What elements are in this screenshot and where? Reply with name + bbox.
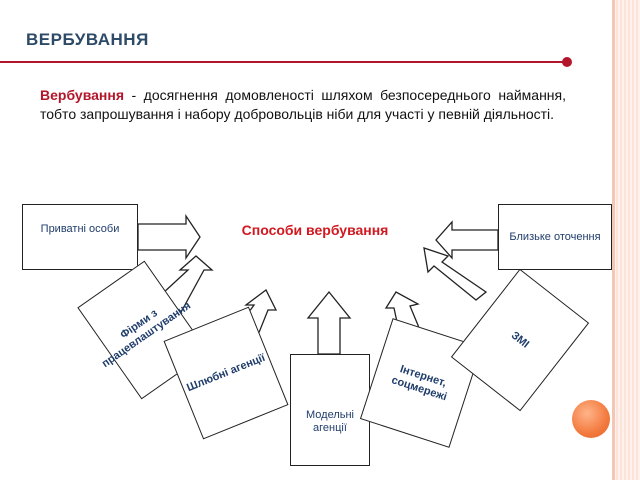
source-private-persons-label: Приватні особи xyxy=(40,223,120,235)
source-close-circle: Близьке оточення xyxy=(498,204,612,270)
center-label: Способи вербування xyxy=(241,222,389,238)
source-media-label: ЗМІ xyxy=(509,328,532,351)
source-marriage-agencies-label: Шлюбні агенції xyxy=(184,351,267,394)
arrow-close xyxy=(435,220,499,260)
title-divider xyxy=(0,61,566,63)
source-internet-social-label: Інтернет, соцмережі xyxy=(389,363,449,404)
source-model-agencies: Модельні агенції xyxy=(290,354,370,466)
decorative-orange-dot xyxy=(572,400,610,438)
definition-body: - досягнення домовленості шляхом безпосе… xyxy=(40,87,566,122)
definition-term: Вербування xyxy=(40,87,124,103)
arrow-firms xyxy=(161,255,214,316)
source-close-circle-label: Близьке оточення xyxy=(509,230,601,243)
definition-text: Вербування - досягнення домовленості шля… xyxy=(40,86,566,124)
arrow-model xyxy=(306,290,352,355)
arrow-private xyxy=(137,213,201,261)
source-model-agencies-label: Модельні агенції xyxy=(305,409,354,434)
slide-title: ВЕРБУВАННЯ xyxy=(26,30,149,49)
right-decorative-band xyxy=(612,0,640,480)
title-divider-dot xyxy=(562,57,572,67)
arrow-media xyxy=(423,247,488,301)
source-private-persons: Приватні особи xyxy=(22,204,138,270)
